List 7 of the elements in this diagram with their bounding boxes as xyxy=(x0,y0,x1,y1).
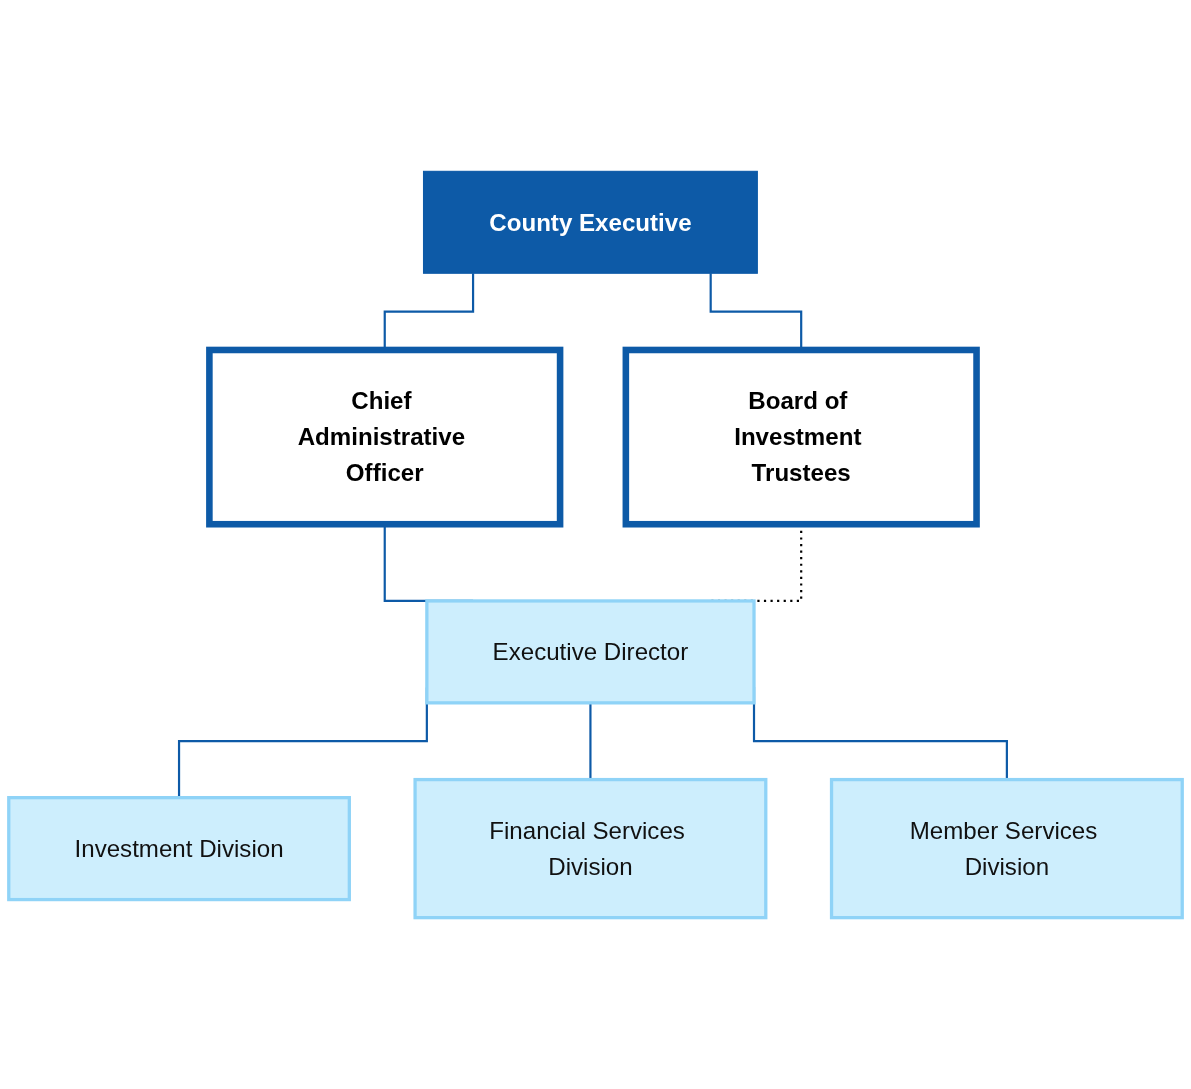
node-box: Investment Division xyxy=(7,796,351,902)
node-box: Board of Investment Trustees xyxy=(622,346,980,528)
node-box: Financial Services Division xyxy=(413,777,768,920)
node-box: Chief Administrative Officer xyxy=(206,346,564,528)
node-box: Executive Director xyxy=(425,599,756,705)
node-box: County Executive xyxy=(422,170,758,274)
node-box: Member Services Division xyxy=(829,777,1184,920)
